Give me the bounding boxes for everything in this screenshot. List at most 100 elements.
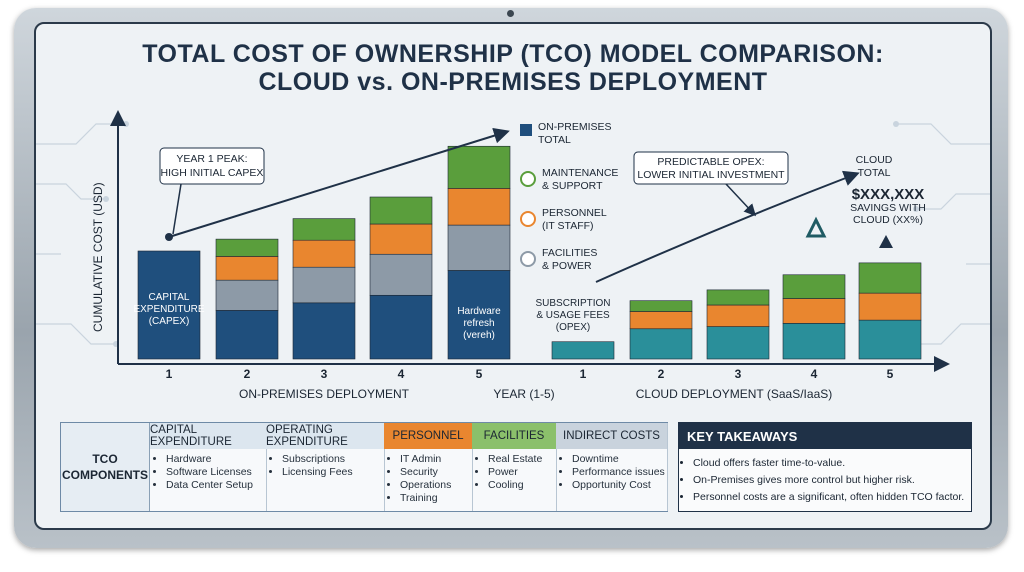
tco-item: IT Admin (400, 453, 472, 466)
legend-label: MAINTENANCE (542, 167, 618, 179)
circuit-background (36, 121, 990, 347)
tco-column: CAPITAL EXPENDITURE HardwareSoftware Lice… (150, 423, 267, 511)
onprem-bar-4-green (369, 196, 433, 225)
key-takeaways-box: KEY TAKEAWAYS Cloud offers faster time-t… (678, 422, 972, 512)
cloud-bar-3-teal (706, 326, 770, 360)
onprem-bar-3-capex (292, 302, 356, 360)
cloud-total-line1: CLOUD (856, 154, 893, 166)
gear-icon (520, 171, 536, 187)
building-icon (520, 251, 536, 267)
tco-item: Software Licenses (166, 466, 266, 479)
onprem-total-line2: TOTAL (538, 134, 571, 146)
onprem-trend-arrow (168, 127, 510, 238)
cloud-tick-2: 2 (658, 367, 665, 381)
tco-item: Licensing Fees (282, 466, 384, 479)
tco-item: Training (400, 492, 472, 505)
tco-item: Cooling (488, 479, 556, 492)
tco-item: Opportunity Cost (572, 479, 667, 492)
cloud-bar-2-teal (629, 328, 693, 360)
cloud-total-line2: TOTAL (858, 167, 891, 179)
key-takeaway-item: Cloud offers faster time-to-value. (693, 455, 971, 472)
opex-bar-label: SUBSCRIPTION (535, 298, 610, 309)
cloud-bar-5-orange (858, 292, 922, 321)
onprem-bar-3-orange (292, 239, 356, 268)
predictable-line1: PREDICTABLE OPEX: (657, 156, 764, 168)
cloud-tick-5: 5 (887, 367, 894, 381)
refresh-bar-label: (vereh) (463, 330, 495, 341)
onprem-bar-2-orange (215, 256, 279, 281)
cloud-bar-4-green (782, 274, 846, 299)
legend-label: (IT STAFF) (542, 220, 594, 232)
cloud-bar-4-orange (782, 298, 846, 324)
onprem-group-label: ON-PREMISES DEPLOYMENT (239, 387, 410, 401)
tco-item: Power (488, 466, 556, 479)
tco-item: Subscriptions (282, 453, 384, 466)
onprem-bar-4-capex (369, 294, 433, 360)
cloud-bar-2-orange (629, 311, 693, 330)
legend-label: PERSONNEL (542, 207, 607, 219)
key-takeaway-item: Personnel costs are a significant, often… (693, 489, 971, 506)
key-takeaways-list: Cloud offers faster time-to-value. On-Pr… (683, 455, 971, 506)
tco-column-list: HardwareSoftware LicensesData Center Set… (158, 453, 266, 492)
onprem-tick-5: 5 (476, 367, 483, 381)
key-takeaways-header: KEY TAKEAWAYS (679, 423, 971, 449)
cloud-group-label: CLOUD DEPLOYMENT (SaaS/IaaS) (636, 387, 833, 401)
cloud-bar-1-teal (551, 341, 615, 360)
cloud-tick-4: 4 (811, 367, 818, 381)
chart-title-line2: CLOUD vs. ON-PREMISES DEPLOYMENT (258, 68, 768, 96)
refresh-bar-label: refresh (463, 318, 494, 329)
onprem-bar-2-capex (215, 310, 279, 360)
tco-item: Hardware (166, 453, 266, 466)
onprem-tick-3: 3 (321, 367, 328, 381)
tco-item: Real Estate (488, 453, 556, 466)
cloud-trend-arrow (595, 170, 860, 283)
capex-bar-label: CAPITAL (149, 292, 190, 303)
y-axis-label: CUMULATIVE COST (USD) (91, 182, 105, 332)
tco-components-table: TCO COMPONENTS CAPITAL EXPENDITURE Hardwa… (60, 422, 668, 512)
legend-label: & POWER (542, 260, 592, 272)
cloud-bar-4-teal (782, 323, 846, 360)
onprem-bar-5-green (447, 145, 511, 189)
predictable-line2: LOWER INITIAL INVESTMENT (637, 169, 785, 181)
onprem-bar-4-orange (369, 223, 433, 255)
tco-item: Data Center Setup (166, 479, 266, 492)
tco-column-list: IT AdminSecurityOperationsTraining (392, 453, 472, 505)
tco-column: OPERATING EXPENDITURE SubscriptionsLicens… (266, 423, 385, 511)
key-takeaway-item: On-Premises gives more control but highe… (693, 472, 971, 489)
tco-column: FACILITIESReal EstatePowerCooling (472, 423, 557, 511)
onprem-tick-2: 2 (244, 367, 251, 381)
onprem-bar-2-gray (215, 279, 279, 311)
onprem-bar-2-green (215, 238, 279, 257)
savings-text-line1: SAVINGS WITH (850, 202, 926, 214)
tco-heading-line2: COMPONENTS (61, 468, 148, 482)
cloud-bar-3-green (706, 289, 770, 306)
opex-bar-label: (OPEX) (556, 322, 590, 333)
tco-column-header: CAPITAL EXPENDITURE (150, 423, 266, 449)
onprem-bar-5-orange (447, 188, 511, 226)
tco-column-header: OPERATING EXPENDITURE (266, 423, 384, 449)
onprem-bar-3-green (292, 218, 356, 241)
person-icon (520, 211, 536, 227)
delta-icon (805, 216, 827, 238)
tco-column-header: PERSONNEL (384, 423, 472, 449)
onprem-tick-1: 1 (166, 367, 173, 381)
predictable-pointer (725, 183, 757, 217)
tco-item: Operations (400, 479, 472, 492)
onprem-total-line1: ON-PREMISES (538, 121, 612, 133)
onprem-bar-3-gray (292, 266, 356, 304)
capex-bar-label: (CAPEX) (149, 316, 190, 327)
onprem-total-swatch (520, 124, 532, 136)
onprem-bar-5-gray (447, 224, 511, 271)
tco-column: PERSONNEL IT AdminSecurityOperationsTrain… (384, 423, 473, 511)
savings-value: $XXX,XXX (852, 186, 925, 203)
tco-heading-line1: TCO (92, 452, 118, 466)
tco-column-header: INDIRECT COSTS (556, 423, 667, 449)
year1-peak-line2: HIGH INITIAL CAPEX (161, 167, 264, 179)
monitor-screen: TOTAL COST OF OWNERSHIP (TCO) MODEL COMP… (34, 22, 992, 530)
tco-column-list: DowntimePerformance issuesOpportunity Co… (564, 453, 667, 492)
capex-bar-label: EXPENDITURE (133, 304, 204, 315)
cloud-tick-1: 1 (580, 367, 587, 381)
tco-column-list: SubscriptionsLicensing Fees (274, 453, 384, 479)
onprem-bar-1-capex (137, 250, 201, 360)
cloud-bar-5-green (858, 262, 922, 294)
